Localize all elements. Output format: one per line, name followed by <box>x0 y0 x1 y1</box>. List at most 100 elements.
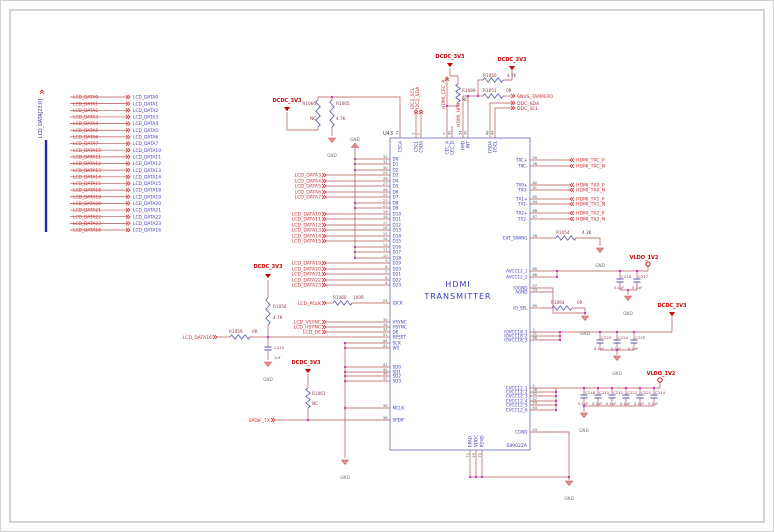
junction-dot <box>596 386 600 390</box>
resistor-body <box>329 99 335 128</box>
power-net-label: DCDC_3V3 <box>292 360 321 366</box>
ic-part-number: SII9022A <box>507 443 528 449</box>
junction-dot <box>632 330 636 334</box>
power-arrow-icon <box>284 107 290 112</box>
net-flag-label: LCD_DATA5 <box>295 184 321 190</box>
capacitor-value: 0.1uF <box>611 347 621 351</box>
net-flag-chevron-icon <box>125 161 131 166</box>
net-flag-chevron-icon <box>125 147 131 153</box>
pin-name: CVCC12_1 <box>506 386 528 391</box>
capacitor-refdes: C213 <box>599 390 610 395</box>
pin-number: 40 <box>383 368 388 372</box>
capacitor-value: 1uF <box>274 356 281 360</box>
net-flag-chevron-icon <box>413 109 419 115</box>
bus-net-label: LCD_DATA10 <box>73 148 101 154</box>
junction-dot <box>598 330 602 334</box>
net-flag-label: LCD_DATA21 <box>292 272 321 278</box>
pin-number: 30 <box>383 166 388 170</box>
net-flag-label: DDC_SDA <box>517 101 540 107</box>
net-flag-chevron-icon <box>125 174 131 180</box>
net-flag-chevron-icon <box>321 282 327 288</box>
resistor-value: 4.3K <box>582 230 592 235</box>
ground-symbol-icon <box>327 137 337 143</box>
pin-number: 31 <box>383 160 388 164</box>
bus-net-alias: LCD_DATA15 <box>133 181 161 187</box>
net-flag-label: LCD_DATA10 <box>292 212 321 218</box>
resistor-refdes: R1056 <box>273 304 287 309</box>
pin-name: D4 <box>393 179 399 184</box>
pin-number: 42 <box>533 392 538 396</box>
net-flag-label: LCD_DATA3 <box>295 173 321 179</box>
net-flag-chevron-icon <box>125 201 131 206</box>
pin-name: TX2- <box>517 217 528 222</box>
pin-name: CVCC12_2 <box>506 390 528 395</box>
pin-number: 65 <box>533 195 538 199</box>
pin-name: RSVD <box>480 435 485 447</box>
pin-name: D12 <box>393 223 402 228</box>
capacitor-refdes: C212 <box>613 390 624 395</box>
junction-dot <box>618 269 622 273</box>
resistor-body <box>229 334 251 340</box>
pin-name: D14 <box>393 234 402 239</box>
pin-number: 54 <box>459 130 463 135</box>
capacitor-refdes: C216 <box>585 390 596 395</box>
net-flag-chevron-icon <box>321 329 327 335</box>
net-flag-chevron-icon <box>125 154 131 160</box>
net-flag-chevron-icon <box>321 238 327 244</box>
pin-name: DSDA <box>488 141 493 153</box>
bus-net-alias: LCD_DATA12 <box>133 161 161 167</box>
resistor-refdes: R1050 <box>483 73 497 78</box>
ground-symbol-icon <box>623 295 633 301</box>
pin-name: CVCC12_3 <box>506 394 528 399</box>
resistor-value: NC <box>310 116 316 121</box>
net-flag-label: LCD_DATA7 <box>295 195 321 201</box>
ground-symbol-icon <box>340 459 350 465</box>
bus-net-alias: LCD_DATA11 <box>133 154 161 160</box>
bus-net-label: LCD_DATA16 <box>73 228 101 234</box>
junction-dot <box>567 475 571 479</box>
bus-net-alias: LCD_DATA6 <box>133 135 158 141</box>
pin-number: 29 <box>383 171 388 175</box>
pin-number: 22 <box>383 204 388 208</box>
net-flag-label: LCD_DATA16 <box>183 335 212 341</box>
pin-number: 37 <box>383 377 388 381</box>
wire <box>477 79 483 96</box>
junction-dot <box>583 311 587 315</box>
pin-number: 49 <box>491 130 495 135</box>
resistor-value: 0R <box>252 329 258 334</box>
pin-name: CGND <box>515 430 528 435</box>
resistor-value: 4.7K <box>336 116 346 121</box>
resistor-value: 100R <box>353 295 364 300</box>
pin-number: 19 <box>383 210 388 214</box>
bus-net-alias: LCD_DATA10 <box>133 148 161 154</box>
pin-name: WS <box>393 346 400 351</box>
pin-number: 61 <box>533 186 538 190</box>
junction-dot <box>626 288 630 292</box>
capacitor-refdes: C214 <box>655 390 666 395</box>
net-flag-chevron-icon <box>569 187 575 193</box>
wire <box>489 102 512 138</box>
pin-number: 5 <box>533 384 535 388</box>
net-flag-chevron-icon <box>569 210 575 216</box>
net-flag-chevron-icon <box>321 324 327 330</box>
junction-dot <box>330 95 334 99</box>
capacitor-refdes: C215 <box>274 345 285 350</box>
net-flag-chevron-icon <box>125 207 131 213</box>
pin-name: CSCL <box>414 140 419 152</box>
net-flag-label: LCD_DATA12 <box>292 223 321 229</box>
net-flag-label: LCD_DATA22 <box>292 278 321 284</box>
pin-number: 39 <box>383 372 388 376</box>
pin-number: 62 <box>533 181 538 185</box>
pin-number: 42 <box>383 344 388 348</box>
net-flag-chevron-icon <box>321 216 327 222</box>
net-flag-chevron-icon <box>321 194 327 200</box>
pin-number: 33 <box>383 328 388 332</box>
bus-net-label: LCD_DATA13 <box>73 168 101 174</box>
net-flag-label: LCD_DE <box>303 330 321 336</box>
pin-name: DSCL <box>493 140 498 152</box>
net-flag-chevron-icon <box>125 141 131 146</box>
net-flag-label: HDMI_TX0_P <box>576 183 605 189</box>
pin-name: D9 <box>393 206 399 211</box>
pin-number: 51 <box>383 333 388 337</box>
